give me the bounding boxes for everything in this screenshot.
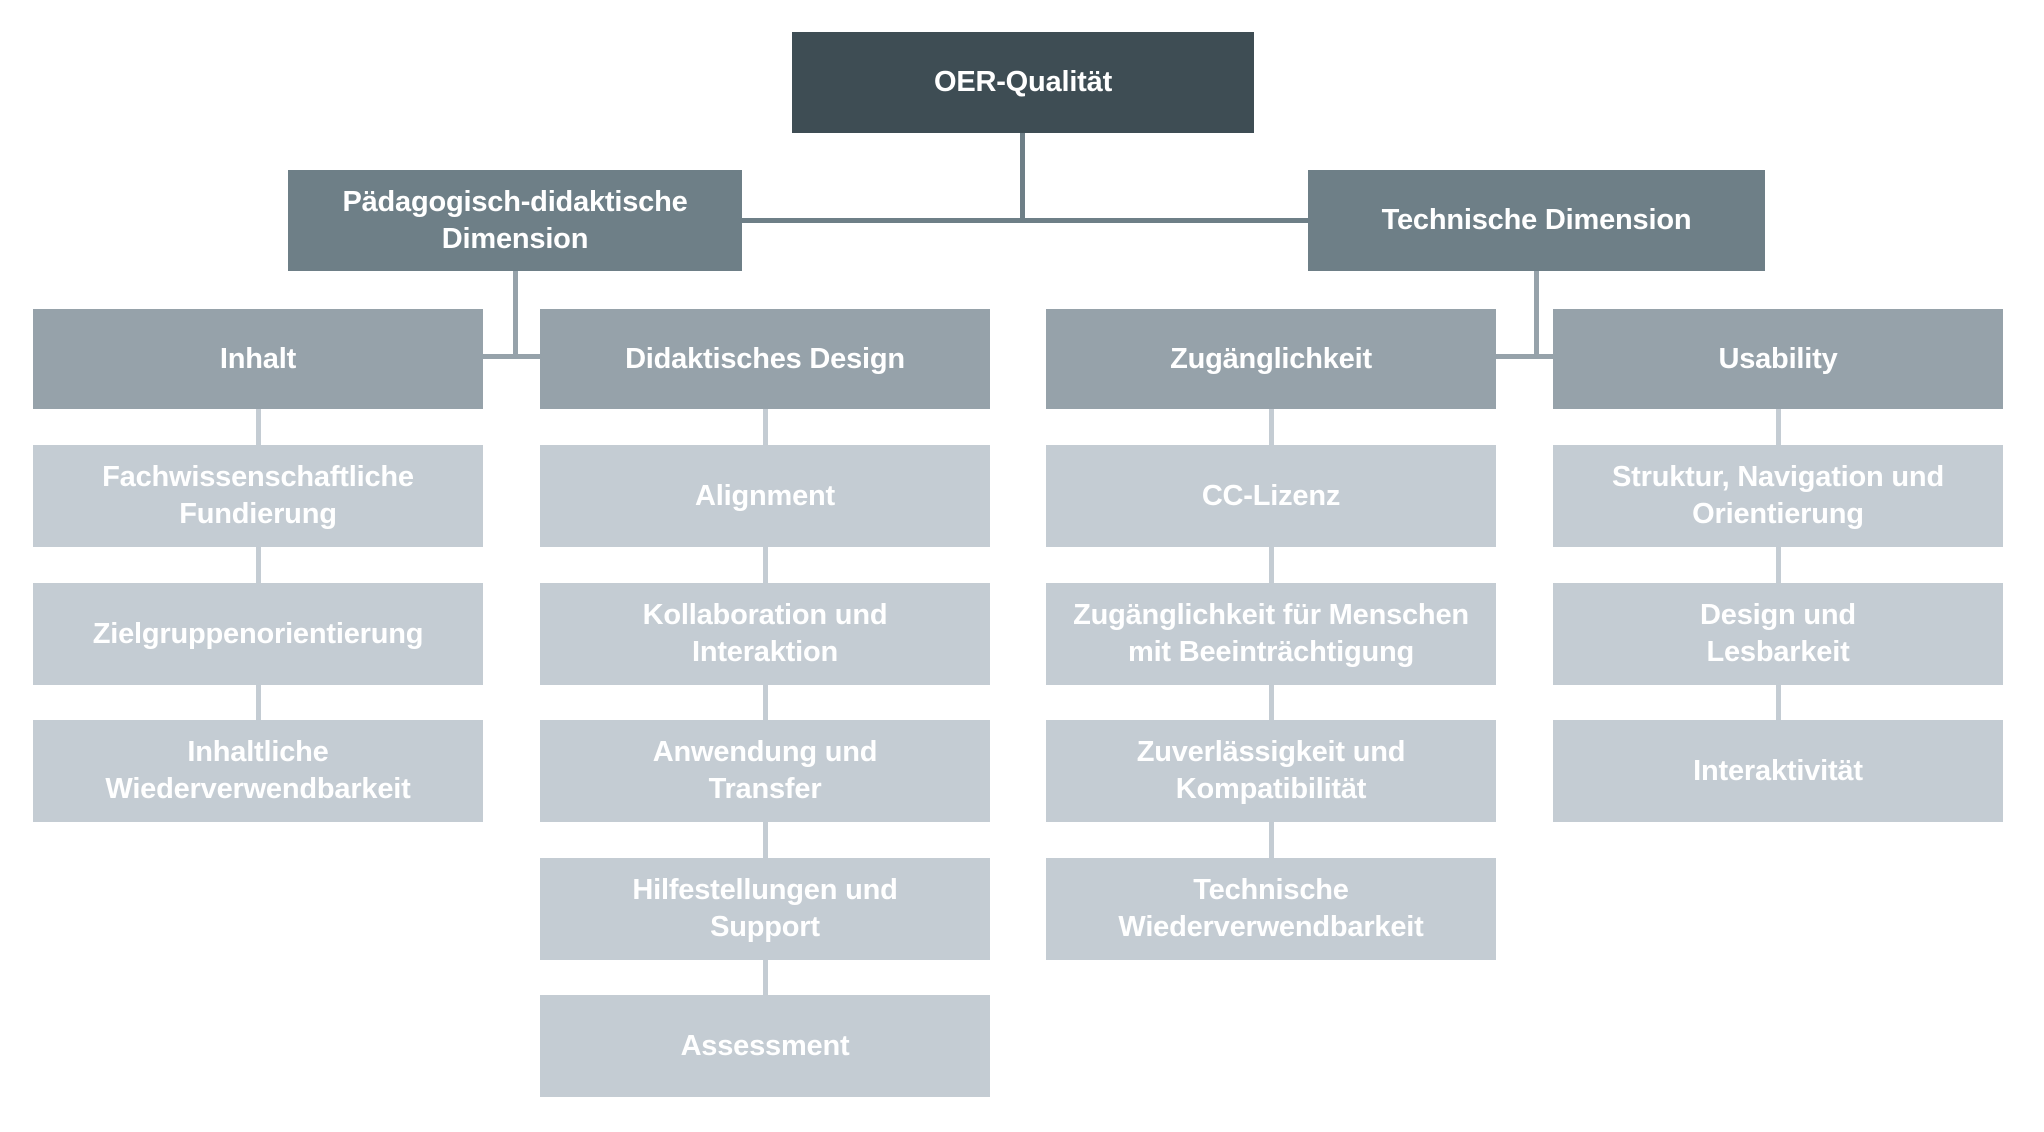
box-inhalt: Inhalt: [33, 309, 483, 409]
box-paedagogisch-didaktische-dimension: Pädagogisch-didaktische Dimension: [288, 170, 742, 271]
box-assessment: Assessment: [540, 995, 990, 1097]
box-struktur-navigation-und-orientierung: Struktur, Navigation und Orientierung: [1553, 445, 2003, 547]
box-usability: Usability: [1553, 309, 2003, 409]
connector-paedagogisch-to-categories-vertical: [513, 271, 518, 359]
connector-zugang-child-3: [1269, 685, 1274, 720]
connector-usability-child-2: [1776, 547, 1781, 583]
connector-zugang-child-2: [1269, 547, 1274, 583]
connector-didaktik-child-2: [763, 547, 768, 583]
connector-didaktik-child-3: [763, 685, 768, 720]
box-zugaenglichkeit-fuer-menschen-mit-beeintraechtigung: Zugänglichkeit für Menschen mit Beeinträ…: [1046, 583, 1496, 685]
box-anwendung-und-transfer: Anwendung und Transfer: [540, 720, 990, 822]
connector-usability-child-1: [1776, 409, 1781, 445]
connector-technisch-to-categories-horizontal: [1496, 354, 1553, 359]
connector-didaktik-child-5: [763, 960, 768, 995]
connector-inhalt-child-2: [256, 547, 261, 583]
box-zielgruppenorientierung: Zielgruppenorientierung: [33, 583, 483, 685]
box-oer-qualitaet: OER-Qualität: [792, 32, 1254, 133]
connector-root-to-dimensions-horizontal: [742, 218, 1308, 223]
connector-inhalt-child-1: [256, 409, 261, 445]
box-interaktivitaet: Interaktivität: [1553, 720, 2003, 822]
box-zugaenglichkeit: Zugänglichkeit: [1046, 309, 1496, 409]
connector-didaktik-child-1: [763, 409, 768, 445]
connector-inhalt-child-3: [256, 685, 261, 720]
box-fachwissenschaftliche-fundierung: Fachwissenschaftliche Fundierung: [33, 445, 483, 547]
box-zuverlaessigkeit-und-kompatibilitaet: Zuverlässigkeit und Kompatibilität: [1046, 720, 1496, 822]
connector-technisch-to-categories-vertical: [1534, 271, 1539, 359]
connector-root-to-dimensions-vertical: [1020, 133, 1025, 223]
box-cc-lizenz: CC-Lizenz: [1046, 445, 1496, 547]
box-technische-dimension: Technische Dimension: [1308, 170, 1765, 271]
box-kollaboration-und-interaktion: Kollaboration und Interaktion: [540, 583, 990, 685]
connector-zugang-child-4: [1269, 822, 1274, 858]
box-inhaltliche-wiederverwendbarkeit: Inhaltliche Wiederverwendbarkeit: [33, 720, 483, 822]
box-alignment: Alignment: [540, 445, 990, 547]
connector-usability-child-3: [1776, 685, 1781, 720]
box-hilfestellungen-und-support: Hilfestellungen und Support: [540, 858, 990, 960]
box-technische-wiederverwendbarkeit: Technische Wiederverwendbarkeit: [1046, 858, 1496, 960]
box-didaktisches-design: Didaktisches Design: [540, 309, 990, 409]
box-design-und-lesbarkeit: Design und Lesbarkeit: [1553, 583, 2003, 685]
connector-paedagogisch-to-categories-horizontal: [483, 354, 540, 359]
connector-zugang-child-1: [1269, 409, 1274, 445]
connector-didaktik-child-4: [763, 822, 768, 858]
